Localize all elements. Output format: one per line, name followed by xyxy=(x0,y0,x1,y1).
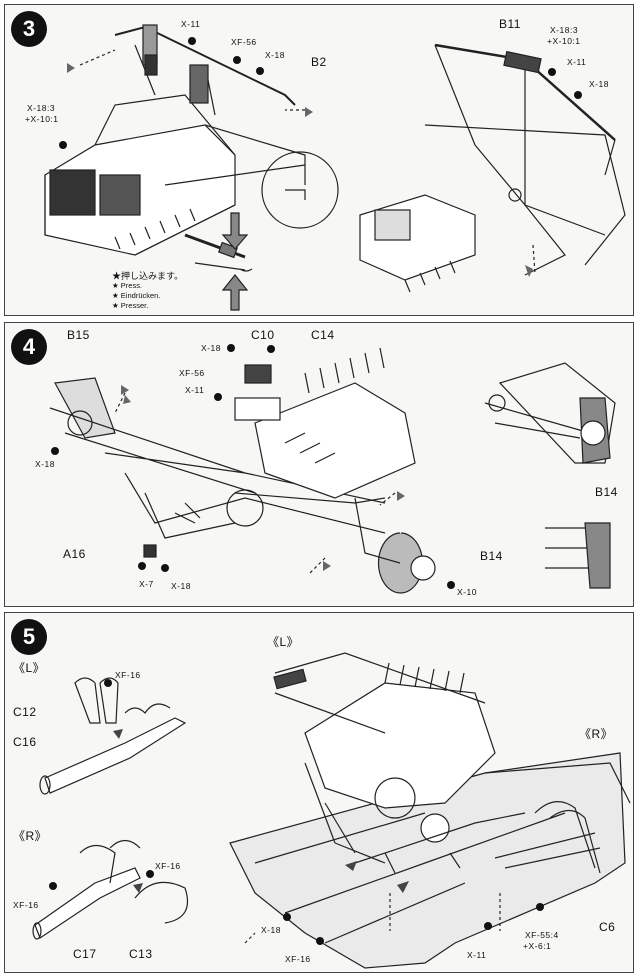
screw-icons xyxy=(59,37,582,149)
part-label-x11: X-11 xyxy=(467,950,487,960)
part-label-b2: B2 xyxy=(311,55,327,69)
left-side-label: 《L》 xyxy=(13,661,46,675)
chassis-rear-illustration xyxy=(49,347,436,594)
part-label-x10-1: +X-10:1 xyxy=(25,114,59,124)
part-label-x18-b: X-18 xyxy=(35,459,55,469)
part-label-x7: X-7 xyxy=(139,579,154,589)
part-label-x11-right: X-11 xyxy=(567,57,587,67)
part-label-b14-detail: B14 xyxy=(595,485,618,499)
step-3-number: 3 xyxy=(11,11,47,47)
part-label-b11: B11 xyxy=(499,17,521,31)
step-3-panel: 3 X-11 XF-56 X-18 B2 X-18:3 +X-10:1 B11 … xyxy=(4,4,634,316)
press-note-en: ★ Press. xyxy=(112,281,143,290)
part-label-x11: X-11 xyxy=(185,385,205,395)
step-5-drawing xyxy=(32,652,631,969)
part-label-b14: B14 xyxy=(480,549,503,563)
press-note-de: ★ Eindrücken. xyxy=(112,291,161,300)
engine-right-illustration xyxy=(359,43,626,293)
part-label-x18-3-right: X-18:3 xyxy=(550,25,579,35)
press-note-fr: ★ Presser. xyxy=(112,301,149,310)
part-label-x18: X-18 xyxy=(261,925,281,935)
leader-lines xyxy=(79,49,536,274)
part-label-c14: C14 xyxy=(311,328,335,342)
detail-upper-right xyxy=(484,362,616,464)
leader-lines xyxy=(244,893,501,944)
step-4-drawing xyxy=(49,344,616,594)
part-label-c12: C12 xyxy=(13,705,37,719)
part-label-c6: C6 xyxy=(599,920,616,934)
part-label-x18: X-18 xyxy=(265,50,285,60)
part-label-xf56: XF-56 xyxy=(179,368,205,378)
step-5-panel: 5 《L》 XF-16 C12 C16 《R》 XF-16 XF-16 C17 … xyxy=(4,612,634,973)
part-label-c17: C17 xyxy=(73,947,97,961)
screw-icons xyxy=(51,344,455,589)
part-label-c13: C13 xyxy=(129,947,153,961)
part-label-c16: C16 xyxy=(13,735,37,749)
left-side-label-main: 《L》 xyxy=(267,635,300,649)
part-label-x18-a: X-18 xyxy=(201,343,221,353)
part-label-b15: B15 xyxy=(67,328,90,342)
step-4-panel: 4 B15 X-18 C10 C14 XF-56 X-11 X-18 A16 X… xyxy=(4,322,634,607)
right-side-label: 《R》 xyxy=(13,829,48,843)
part-label-xf55-4: XF-55:4 xyxy=(525,930,559,940)
step-5-number: 5 xyxy=(11,619,47,655)
press-inset xyxy=(184,212,253,311)
part-label-xf16-b: XF-16 xyxy=(155,861,181,871)
part-label-xf56: XF-56 xyxy=(231,37,257,47)
right-side-label-main: 《R》 xyxy=(579,727,614,741)
engine-on-undertray xyxy=(229,652,631,969)
part-label-x10: X-10 xyxy=(457,587,477,597)
engine-left-illustration xyxy=(44,24,339,256)
part-label-xf16-c: XF-16 xyxy=(13,900,39,910)
press-note-jp: ★押し込みます。 xyxy=(112,271,184,281)
part-label-x18-c: X-18 xyxy=(171,581,191,591)
detail-lower-right xyxy=(545,522,611,589)
step-4-number: 4 xyxy=(11,329,47,365)
part-label-x18-right: X-18 xyxy=(589,79,609,89)
part-label-x10-1-right: +X-10:1 xyxy=(547,36,581,46)
exhaust-right-parts xyxy=(32,839,189,940)
screw-icons xyxy=(49,679,544,945)
step-3-drawing xyxy=(44,24,626,311)
exhaust-left-parts xyxy=(39,677,187,795)
part-label-x18-3: X-18:3 xyxy=(27,103,56,113)
part-label-xf16-d: XF-16 xyxy=(285,954,311,964)
part-label-c10: C10 xyxy=(251,328,275,342)
part-label-a16: A16 xyxy=(63,547,86,561)
part-label-xf16-a: XF-16 xyxy=(115,670,141,680)
part-label-x6-1: +X-6:1 xyxy=(523,941,552,951)
press-note: ★押し込みます。 ★ Press. ★ Eindrücken. ★ Presse… xyxy=(112,271,183,311)
part-label-x11: X-11 xyxy=(181,19,201,29)
